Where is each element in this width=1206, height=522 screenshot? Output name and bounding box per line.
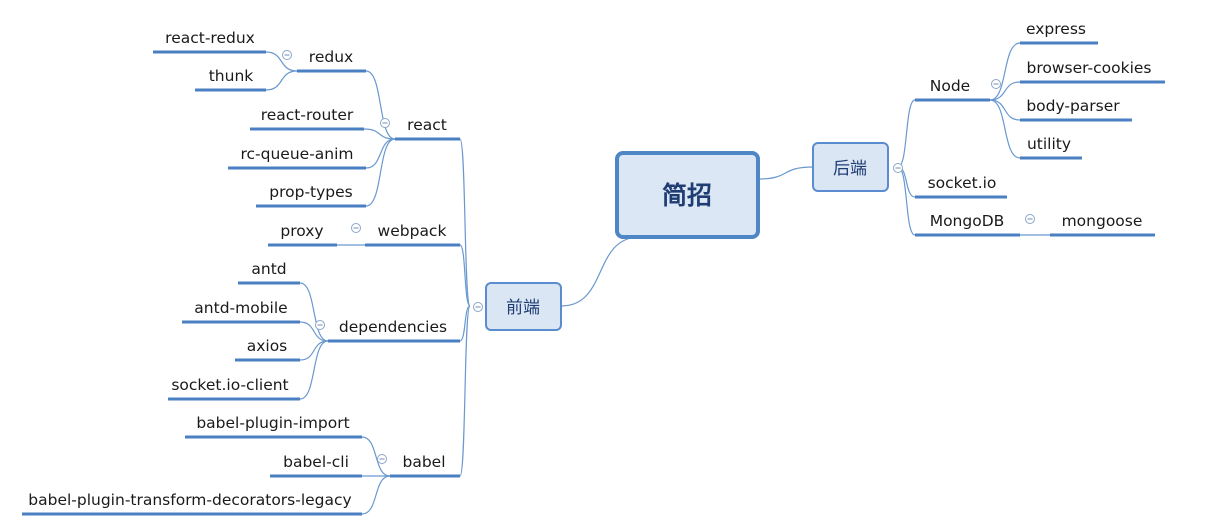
branch-frontend-label: 前端 bbox=[506, 298, 540, 318]
root-node[interactable]: 简招 bbox=[615, 151, 760, 239]
react-collapse-toggle[interactable] bbox=[380, 118, 390, 128]
connector-layer bbox=[265, 42, 1050, 515]
node-express[interactable]: express bbox=[1026, 20, 1086, 38]
edge-root-backend bbox=[757, 166, 814, 180]
node-rc-queue-anim[interactable]: rc-queue-anim bbox=[240, 145, 353, 163]
node-react-router[interactable]: react-router bbox=[261, 106, 354, 124]
node-mongoose[interactable]: mongoose bbox=[1062, 212, 1143, 230]
edge-react-react-router bbox=[363, 128, 396, 140]
edge-dependencies-socketio-client bbox=[299, 340, 329, 400]
edge-react-rc-queue-anim bbox=[365, 138, 396, 169]
redux-collapse-toggle[interactable] bbox=[282, 50, 292, 60]
branch-frontend-box[interactable] bbox=[485, 282, 562, 331]
edge-dependencies-axios bbox=[299, 340, 329, 361]
edge-dependencies-antd-mobile bbox=[299, 321, 329, 342]
edge-react-prop-types bbox=[365, 138, 396, 207]
edge-frontend-babel bbox=[459, 305, 471, 477]
root-node-box[interactable] bbox=[615, 151, 760, 239]
edge-redux-react-redux bbox=[265, 51, 298, 72]
edge-node-browser-cookies bbox=[989, 81, 1021, 101]
edge-babel-babel-plugin-import bbox=[361, 436, 391, 477]
edge-frontend-react bbox=[459, 138, 471, 307]
babel-collapse-toggle[interactable] bbox=[377, 454, 387, 464]
mongodb-collapse-toggle[interactable] bbox=[1025, 214, 1035, 224]
node-socketio-client[interactable]: socket.io-client bbox=[171, 376, 288, 394]
node-react-redux[interactable]: react-redux bbox=[165, 29, 255, 47]
edge-frontend-dependencies bbox=[459, 305, 471, 342]
node-babel-plugin-import[interactable]: babel-plugin-import bbox=[196, 414, 349, 432]
edge-react-redux bbox=[365, 70, 396, 140]
node-proxy[interactable]: proxy bbox=[280, 222, 323, 240]
edge-dependencies-antd bbox=[299, 282, 329, 342]
node-prop-types[interactable]: prop-types bbox=[269, 183, 353, 201]
node-react[interactable]: react bbox=[407, 116, 447, 134]
node-babel-plugin-transform-decorators-legacy[interactable]: babel-plugin-transform-decorators-legacy bbox=[28, 491, 351, 509]
node-antd[interactable]: antd bbox=[251, 260, 286, 278]
webpack-collapse-toggle[interactable] bbox=[351, 223, 361, 233]
node-socketio[interactable]: socket.io bbox=[928, 174, 997, 192]
node-browser-cookies[interactable]: browser-cookies bbox=[1027, 59, 1152, 77]
frontend-collapse-toggle[interactable] bbox=[473, 302, 483, 312]
backend-collapse-toggle[interactable] bbox=[893, 163, 903, 173]
node-utility[interactable]: utility bbox=[1027, 135, 1071, 153]
edge-backend-node bbox=[897, 99, 916, 168]
node-mongodb[interactable]: MongoDB bbox=[930, 212, 1005, 230]
underline-layer bbox=[22, 41, 1165, 516]
root-node-label: 简招 bbox=[662, 181, 712, 210]
edge-node-express bbox=[989, 42, 1021, 101]
branch-backend-label: 后端 bbox=[833, 159, 867, 179]
edge-redux-thunk bbox=[265, 70, 298, 91]
edge-babel-babel-plugin-transform-decorators-legacy bbox=[361, 475, 391, 515]
node-antd-mobile[interactable]: antd-mobile bbox=[194, 299, 287, 317]
node-axios[interactable]: axios bbox=[247, 337, 288, 355]
node-collapse-toggle[interactable] bbox=[991, 79, 1001, 89]
node-babel-cli[interactable]: babel-cli bbox=[283, 453, 349, 471]
node-babel[interactable]: babel bbox=[402, 453, 445, 471]
edge-frontend-webpack bbox=[459, 244, 471, 307]
edge-node-body-parser bbox=[989, 99, 1021, 121]
dependencies-collapse-toggle[interactable] bbox=[315, 320, 325, 330]
node-body-parser[interactable]: body-parser bbox=[1026, 97, 1120, 115]
node-node[interactable]: Node bbox=[930, 77, 970, 95]
edge-root-frontend bbox=[560, 236, 641, 307]
node-thunk[interactable]: thunk bbox=[209, 67, 254, 85]
branch-frontend[interactable]: 前端 bbox=[485, 282, 562, 331]
edge-backend-mongodb bbox=[897, 166, 916, 236]
branch-backend[interactable]: 后端 bbox=[812, 142, 889, 192]
node-redux[interactable]: redux bbox=[309, 48, 353, 66]
node-dependencies[interactable]: dependencies bbox=[339, 318, 447, 336]
node-webpack[interactable]: webpack bbox=[378, 222, 447, 240]
branch-backend-box[interactable] bbox=[812, 142, 889, 192]
edge-node-utility bbox=[989, 99, 1021, 159]
